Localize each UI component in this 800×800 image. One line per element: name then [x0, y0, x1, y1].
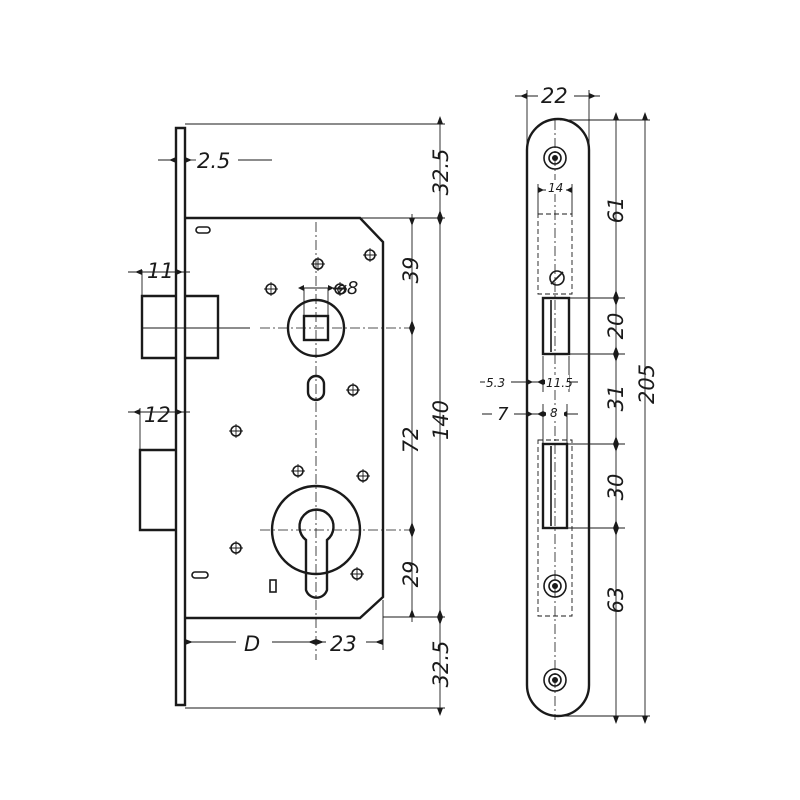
- screw-hole: [229, 541, 243, 555]
- dim-handle-from-top: 39: [399, 257, 423, 284]
- svg-text:63: 63: [604, 587, 628, 614]
- svg-text:205: 205: [635, 364, 659, 404]
- dim-top-offset: 32.5: [429, 149, 453, 196]
- dim-handle-to-cylinder: 72: [399, 427, 423, 454]
- screw-hole: [264, 282, 278, 296]
- screw-holes: [229, 248, 377, 581]
- screw-hole: [311, 257, 325, 271]
- svg-text:20: 20: [604, 313, 628, 340]
- dim-strike-width: 22: [541, 84, 568, 108]
- faceplate-dimensions: 22 14 5.3 11.5 7 8: [480, 82, 659, 724]
- dim-window-width-a: 11.5: [546, 376, 573, 390]
- dim-case-height: 140: [429, 400, 453, 440]
- screw-hole: [346, 383, 360, 397]
- faceplate-outline: [525, 117, 591, 718]
- dim-latch-projection: 11: [147, 259, 174, 283]
- pin-hole: [269, 579, 277, 593]
- dim-left-margin-b: 7: [497, 404, 509, 425]
- dim-faceplate-thickness: 2.5: [197, 149, 230, 173]
- svg-text:31: 31: [604, 385, 628, 412]
- svg-text:30: 30: [604, 474, 628, 501]
- dim-latch-window-width: 14: [548, 181, 563, 195]
- dim-bolt-window-height: 30: [604, 474, 628, 501]
- dim-latch-window-height: 20: [604, 313, 628, 340]
- dim-overall-height: 205: [635, 364, 659, 404]
- svg-text:72: 72: [399, 427, 423, 454]
- screw-hole: [333, 282, 347, 296]
- dim-spindle-square: ⌀8: [336, 278, 358, 299]
- svg-text:61: 61: [604, 197, 628, 224]
- dim-bottom-offset: 32.5: [429, 641, 453, 688]
- slot-hole-top: [195, 226, 211, 234]
- dim-deadbolt-projection: 12: [144, 403, 171, 427]
- deadbolt: [138, 448, 176, 532]
- svg-text:29: 29: [399, 561, 423, 588]
- dim-bolt-to-bottom: 63: [604, 587, 628, 614]
- svg-text:39: 39: [399, 257, 423, 284]
- latch-bolt: [140, 294, 176, 360]
- lock-body-view: [138, 126, 415, 707]
- cylinder-profile: [298, 508, 335, 599]
- screw-hole: [291, 464, 305, 478]
- lock-case-outline: [185, 216, 385, 620]
- faceplate-small-screw: [549, 270, 565, 286]
- dim-latch-to-bolt: 31: [604, 385, 628, 412]
- dim-window-width-b: 8: [550, 406, 558, 420]
- latch-window: [541, 296, 571, 356]
- dim-cylinder-to-edge: 23: [330, 632, 357, 656]
- screw-hole: [356, 469, 370, 483]
- screw-hole: [229, 424, 243, 438]
- dim-left-margin-a: 5.3: [486, 376, 505, 390]
- dim-backset: D: [244, 632, 260, 656]
- svg-text:32.5: 32.5: [429, 149, 453, 196]
- dim-cylinder-to-bottom: 29: [399, 561, 423, 588]
- latch-bolt-tongue: [185, 294, 220, 360]
- screw-hole: [363, 248, 377, 262]
- faceplate-view: [525, 117, 591, 720]
- svg-text:140: 140: [429, 400, 453, 440]
- slot-hole-bottom: [191, 571, 209, 579]
- faceplate-strip: [174, 126, 187, 707]
- screw-hole: [350, 567, 364, 581]
- lock-body-dimensions: 32.5 140 32.5 39 72 29 2.5 11: [128, 116, 453, 716]
- svg-text:32.5: 32.5: [429, 641, 453, 688]
- dim-strike-top-to-latch: 61: [604, 197, 628, 224]
